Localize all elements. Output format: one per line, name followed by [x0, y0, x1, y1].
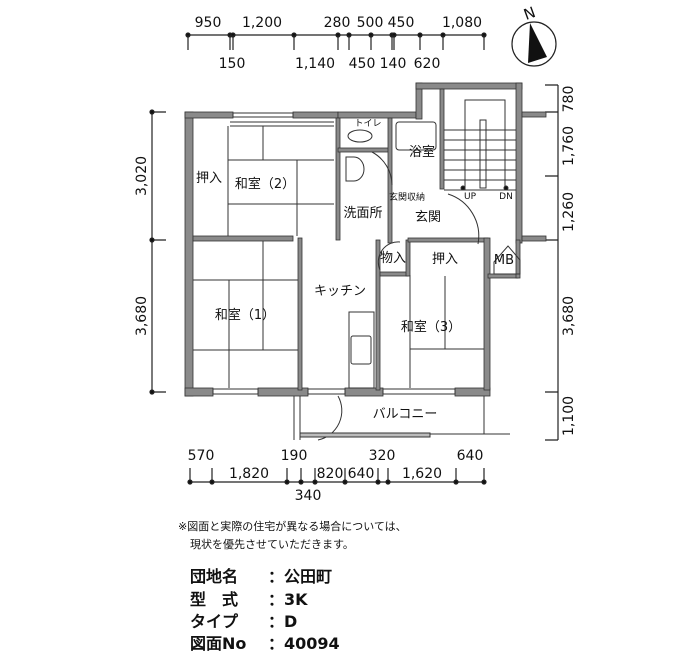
room-kitchen: キッチン	[314, 284, 366, 299]
dim-label: 3,020	[134, 156, 150, 196]
room-oshiire-1: 押入	[196, 171, 222, 186]
dim-label: 640	[457, 448, 484, 464]
interior-lines	[193, 121, 521, 441]
dim-label: 190	[281, 448, 308, 464]
dim-label: 950	[195, 15, 222, 31]
dim-label: 3,680	[134, 296, 150, 336]
room-oshiire-2: 押入	[432, 252, 458, 267]
dim-label: 1,140	[295, 56, 335, 72]
dim-label: 280	[324, 15, 351, 31]
dim-label: 450	[349, 56, 376, 72]
north-compass-icon: N	[511, 3, 557, 67]
dim-label: 150	[219, 56, 246, 72]
dim-label: 500	[357, 15, 384, 31]
room-toilet: トイレ	[354, 119, 381, 129]
room-washitsu-2: 和室（2）	[235, 176, 295, 192]
windows	[212, 112, 456, 395]
dim-label: 1,620	[402, 466, 442, 482]
dim-label: 1,820	[229, 466, 269, 482]
dim-label: 340	[295, 488, 322, 504]
room-genkan: 玄関	[415, 210, 441, 225]
dim-label: 1,100	[561, 396, 577, 436]
disclaimer-line-1: ※図面と実際の住宅が異なる場合については、	[178, 520, 407, 533]
dim-label: 570	[188, 448, 215, 464]
balcony	[293, 396, 510, 440]
room-washitsu-3: 和室（3）	[401, 319, 461, 335]
info-type: 型 式：3K	[190, 590, 308, 609]
dim-label: 1,200	[242, 15, 282, 31]
stairs	[444, 99, 516, 191]
room-mb: MB	[494, 253, 514, 268]
stairs-down: DN	[499, 192, 513, 202]
top-dimension	[185, 32, 487, 50]
bottom-dimension	[187, 468, 487, 485]
disclaimer-line-2: 現状を優先させていただきます。	[190, 538, 354, 551]
info-drawing-number: 図面No：40094	[190, 634, 340, 653]
dim-label: 3,680	[561, 296, 577, 336]
dim-label: 640	[348, 466, 375, 482]
dim-label: 140	[380, 56, 407, 72]
dim-label: 1,760	[561, 126, 577, 166]
right-dimension	[545, 84, 559, 441]
info-subtype: タイプ：D	[190, 612, 298, 631]
room-monoire: 物入	[380, 251, 406, 266]
walls	[184, 82, 547, 397]
room-senmenjo: 洗面所	[343, 206, 382, 221]
dim-label: 820	[317, 466, 344, 482]
dim-label: 620	[414, 56, 441, 72]
left-dimension	[149, 109, 166, 395]
stairs-up: UP	[464, 192, 477, 202]
room-washitsu-1: 和室（1）	[215, 307, 275, 323]
dim-label: 320	[369, 448, 396, 464]
dim-label: 1,080	[442, 15, 482, 31]
dim-label: 450	[388, 15, 415, 31]
room-balcony: バルコニー	[373, 407, 438, 422]
room-bath: 浴室	[409, 144, 435, 160]
dim-label: 1,260	[561, 192, 577, 232]
dim-label: 780	[561, 86, 577, 113]
room-genkan-storage: 玄関収納	[389, 191, 425, 203]
info-complex-name: 団地名：公田町	[190, 567, 333, 586]
svg-text:N: N	[521, 3, 538, 24]
